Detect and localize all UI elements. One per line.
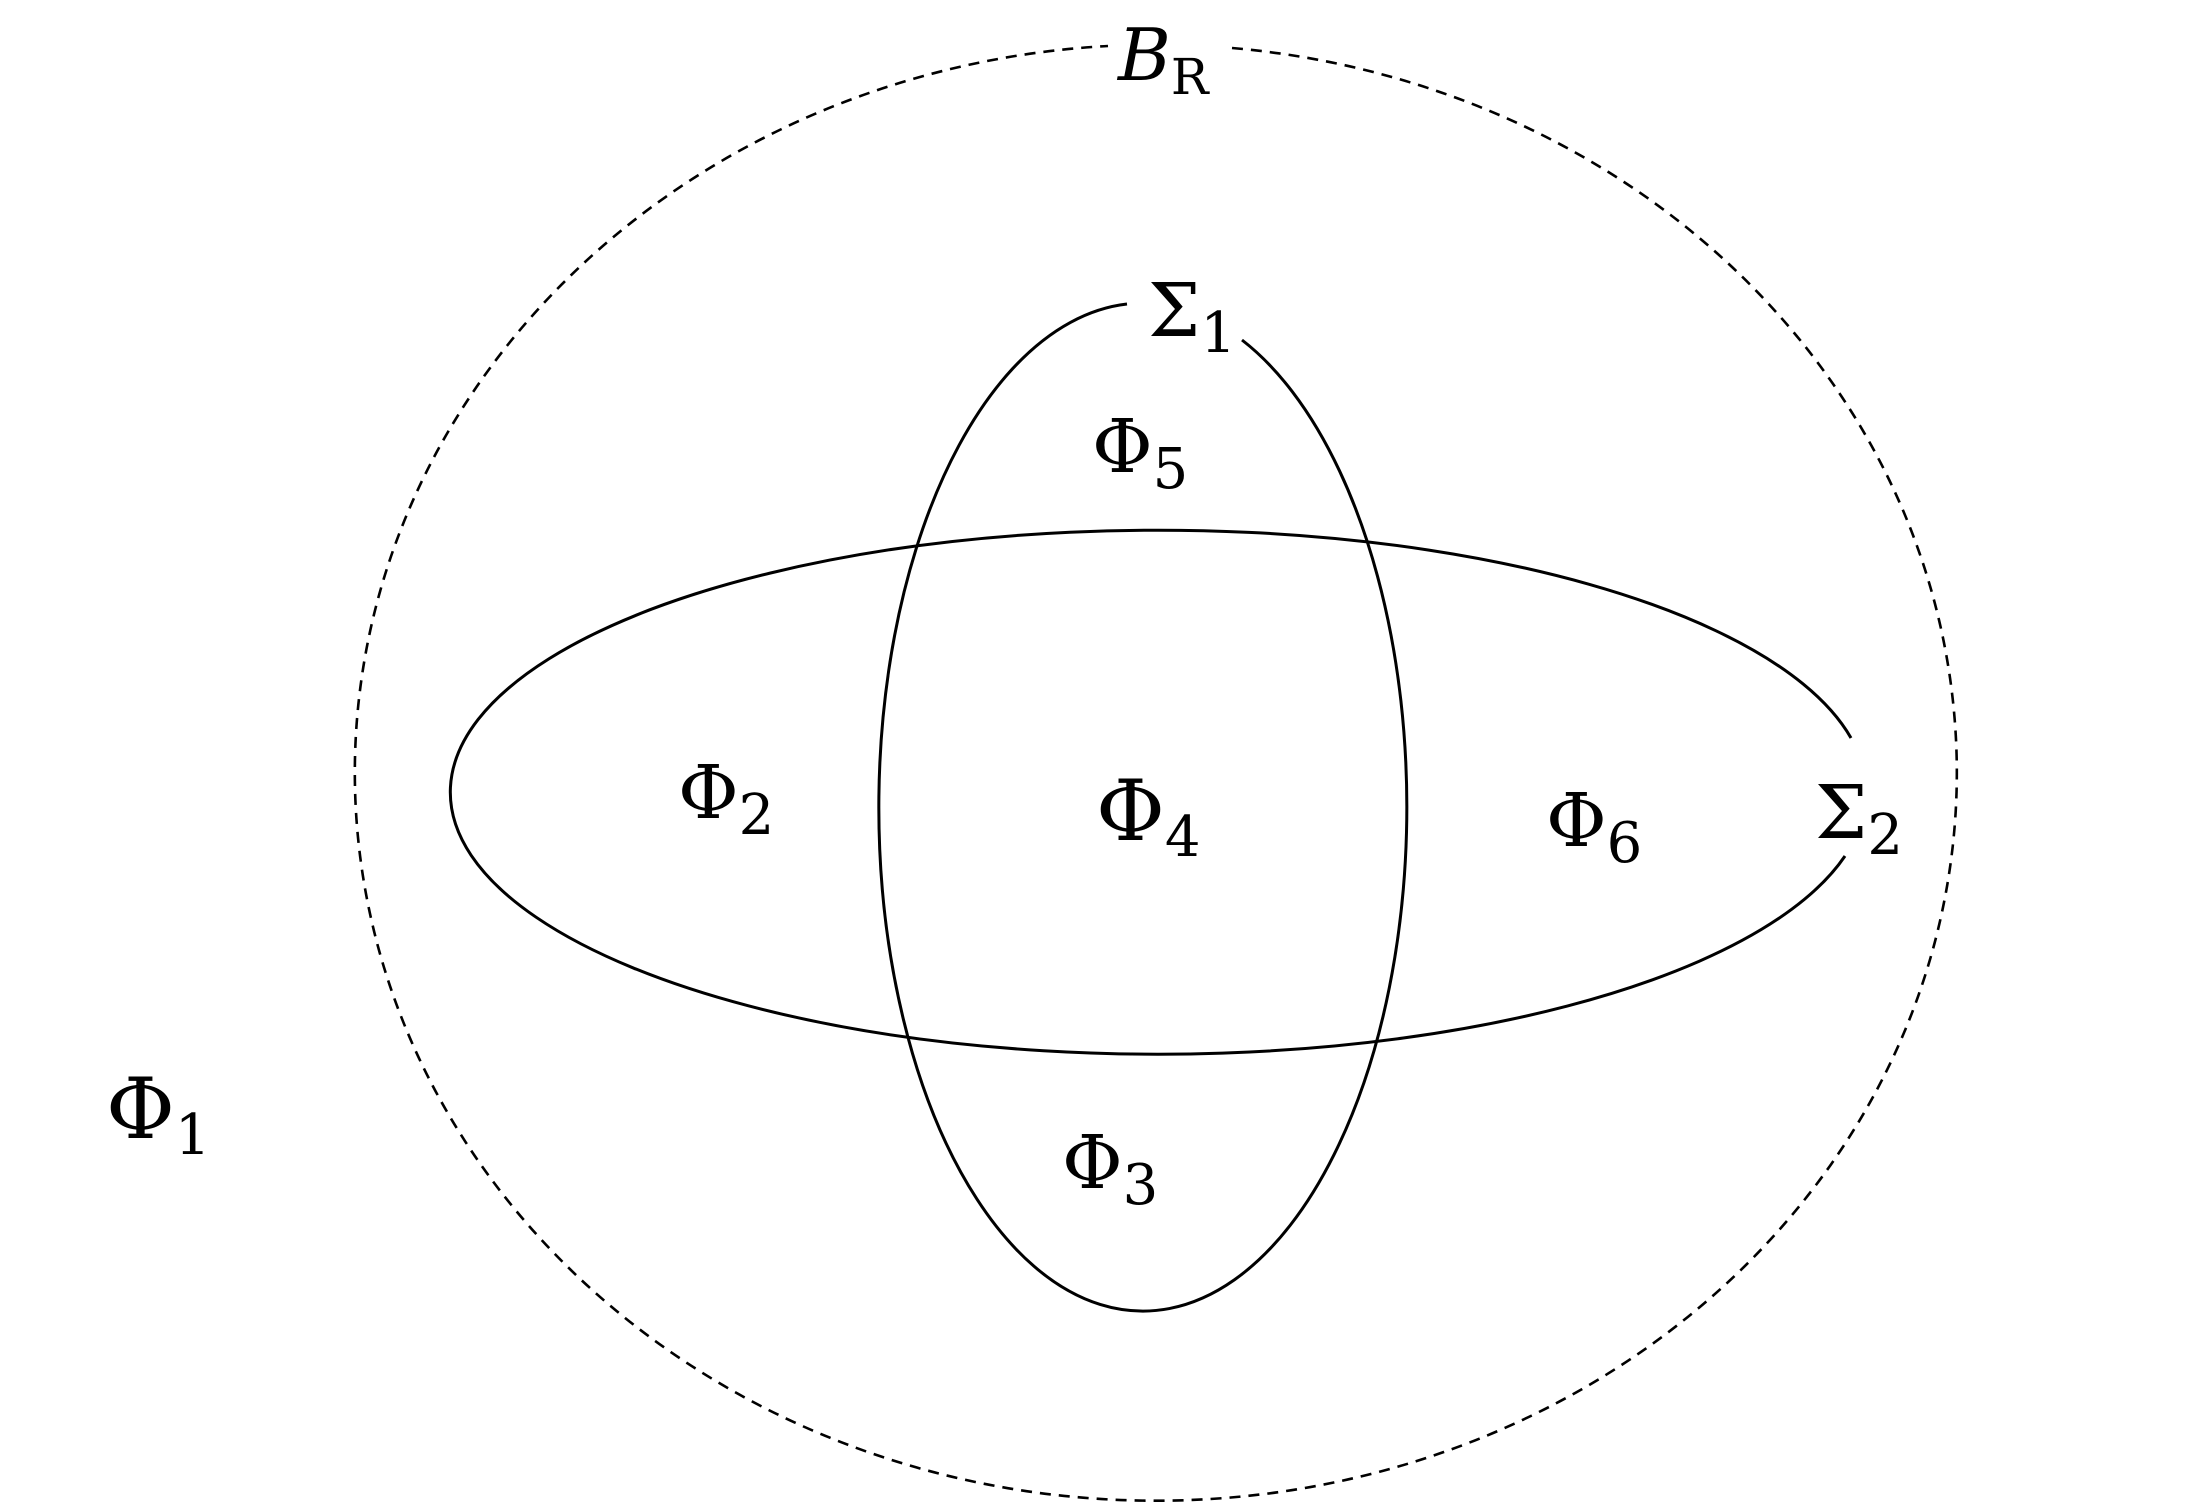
- region-phi6-sub: 6: [1607, 811, 1643, 876]
- region-phi5-sub: 5: [1153, 437, 1189, 502]
- region-phi1-main: Φ: [106, 1060, 175, 1158]
- ball-boundary-dashed: [353, 44, 1959, 1502]
- region-phi6-main: Φ: [1546, 778, 1607, 864]
- region-phi4-main: Φ: [1096, 762, 1165, 860]
- sigma2-label-sub: 2: [1867, 803, 1903, 868]
- region-phi3-sub: 3: [1123, 1153, 1159, 1218]
- region-phi3-label: Φ3: [1062, 1120, 1158, 1218]
- region-phi6-label: Φ6: [1546, 778, 1642, 876]
- sigma1-label-main: Σ: [1148, 268, 1200, 354]
- region-phi2-label: Φ2: [678, 750, 774, 848]
- region-phi1-sub: 1: [175, 1103, 211, 1168]
- region-phi4-label: Φ4: [1096, 762, 1201, 870]
- region-phi2-main: Φ: [678, 750, 739, 836]
- region-phi5-label: Φ5: [1092, 404, 1188, 502]
- region-phi5-main: Φ: [1092, 404, 1153, 490]
- region-phi1-label: Φ1: [106, 1060, 211, 1168]
- sigma2-curve: [448, 528, 1853, 1056]
- region-phi2-sub: 2: [739, 783, 775, 848]
- sigma2-label: Σ2: [1815, 770, 1903, 868]
- sigma1-curve: [877, 302, 1409, 1313]
- sigma1-label-sub: 1: [1200, 301, 1236, 366]
- ball-label-main: B: [1116, 13, 1171, 97]
- sigma2-label-main: Σ: [1815, 770, 1867, 856]
- ball-label-sub: R: [1171, 48, 1210, 106]
- region-phi3-main: Φ: [1062, 1120, 1123, 1206]
- region-phi4-sub: 4: [1165, 805, 1201, 870]
- sigma1-label: Σ1: [1148, 268, 1236, 366]
- ball-label: BR: [1116, 13, 1210, 106]
